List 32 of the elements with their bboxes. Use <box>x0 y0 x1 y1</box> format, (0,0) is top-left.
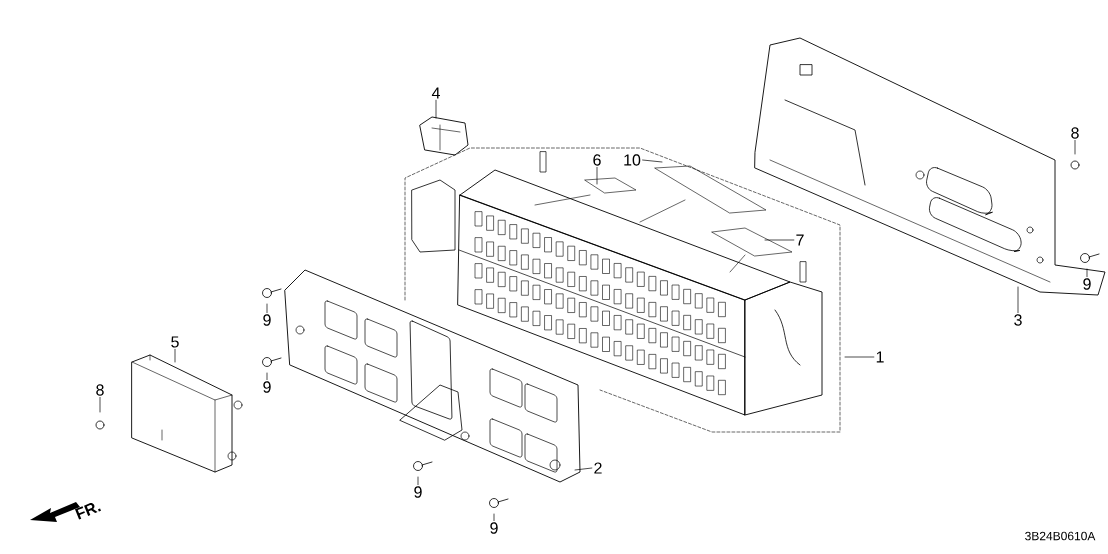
leader-line <box>99 397 101 413</box>
direction-label: FR. <box>75 503 101 520</box>
callout-number: 8 <box>1071 127 1079 139</box>
callout-number: 5 <box>171 336 179 348</box>
leader-line <box>435 99 437 119</box>
part-code: 3B24B0610A <box>1025 531 1096 541</box>
callout-number: 9 <box>490 522 498 534</box>
leader-line <box>1017 286 1019 313</box>
leader-line <box>266 372 268 380</box>
callout-number: 4 <box>431 87 440 99</box>
leader-line <box>493 513 495 521</box>
callout-number: 3 <box>1014 314 1022 326</box>
callout-number: 2 <box>594 462 602 474</box>
leader-line <box>266 303 268 313</box>
callout-number: 10 <box>624 154 641 166</box>
leader-line <box>844 356 875 358</box>
callout-number: 9 <box>263 381 271 393</box>
leader-line <box>574 467 593 471</box>
callout-number: 7 <box>796 234 804 246</box>
callout-number: 9 <box>1083 278 1091 290</box>
callout-number: 9 <box>263 314 271 326</box>
callout-number: 1 <box>876 351 884 363</box>
leader-line <box>1074 140 1076 155</box>
leader-line <box>174 348 176 363</box>
callout-number: 8 <box>96 384 104 396</box>
leader-line <box>764 239 795 241</box>
callout-number: 9 <box>414 486 422 498</box>
leader-line <box>596 167 598 185</box>
leader-line <box>1086 268 1088 277</box>
leader-line <box>417 476 419 485</box>
leader-line <box>642 159 663 163</box>
callout-number: 6 <box>593 154 601 166</box>
